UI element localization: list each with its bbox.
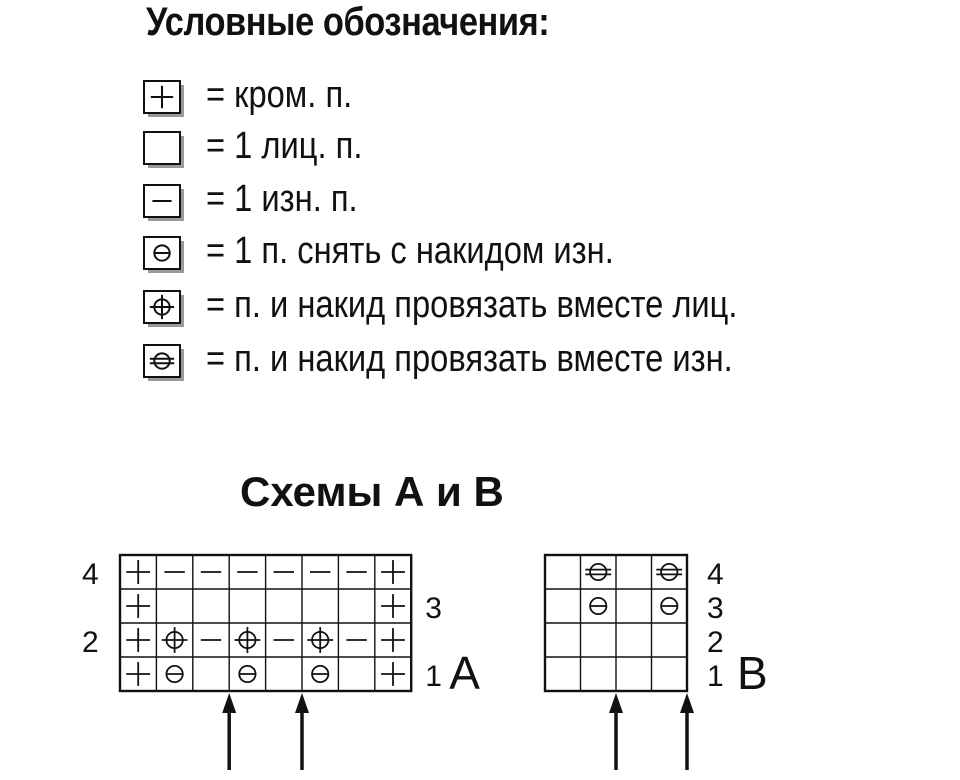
stitch-edge	[126, 662, 151, 686]
stitch-knit-together	[161, 627, 188, 653]
row-number: 1	[425, 660, 442, 693]
legend-item-label: = 1 п. снять с накидом изн.	[206, 230, 614, 272]
purl-symbol-icon	[143, 184, 184, 221]
stitch-edge	[126, 628, 151, 652]
row-number: 3	[425, 592, 442, 625]
legend-item-label: = 1 изн. п.	[206, 178, 358, 220]
legend-item-label: = кром. п.	[206, 74, 353, 116]
chart-letter: B	[737, 647, 768, 699]
charts-title: Схемы А и В	[240, 468, 504, 515]
legend-item-label: = 1 лиц. п.	[206, 125, 363, 167]
legend-item-label: = п. и накид провязать вместе изн.	[206, 338, 733, 380]
row-number: 4	[82, 558, 99, 591]
repeat-arrow	[222, 693, 237, 770]
row-number: 3	[707, 592, 724, 625]
repeat-arrow	[680, 693, 694, 770]
stitch-knit-together	[307, 627, 334, 653]
stitch-slip-yo	[238, 664, 257, 684]
stitch-slip-yo	[311, 664, 330, 684]
knit-together-symbol-icon	[143, 290, 184, 327]
row-number: 2	[82, 626, 99, 659]
row-number: 1	[707, 660, 724, 693]
knit-symbol-icon	[143, 131, 184, 168]
edge-symbol-icon	[143, 80, 184, 117]
slip-yo-symbol-icon	[143, 236, 184, 273]
repeat-arrow	[295, 693, 309, 770]
legend-item-label: = п. и накид провязать вместе лиц.	[206, 284, 738, 326]
stitch-purl-together	[585, 562, 612, 582]
chart-letter: A	[449, 647, 480, 699]
stitch-slip-yo	[660, 596, 679, 616]
repeat-arrow	[609, 693, 623, 770]
stitch-edge	[126, 560, 151, 584]
stitch-slip-yo	[165, 664, 184, 684]
chart-border	[118, 553, 413, 693]
row-number: 4	[707, 558, 724, 591]
stitch-edge	[126, 594, 151, 618]
legend-title: Условные обозначения:	[146, 0, 550, 44]
row-number: 2	[707, 626, 724, 659]
stitch-edge	[381, 594, 405, 618]
stitch-edge	[381, 560, 405, 584]
purl-together-symbol-icon	[143, 344, 184, 381]
stitch-edge	[381, 628, 405, 652]
chart-border	[543, 553, 689, 693]
stitch-slip-yo	[589, 596, 608, 616]
stitch-purl-together	[656, 562, 683, 582]
stitch-edge	[381, 662, 405, 686]
stitch-knit-together	[234, 627, 261, 653]
